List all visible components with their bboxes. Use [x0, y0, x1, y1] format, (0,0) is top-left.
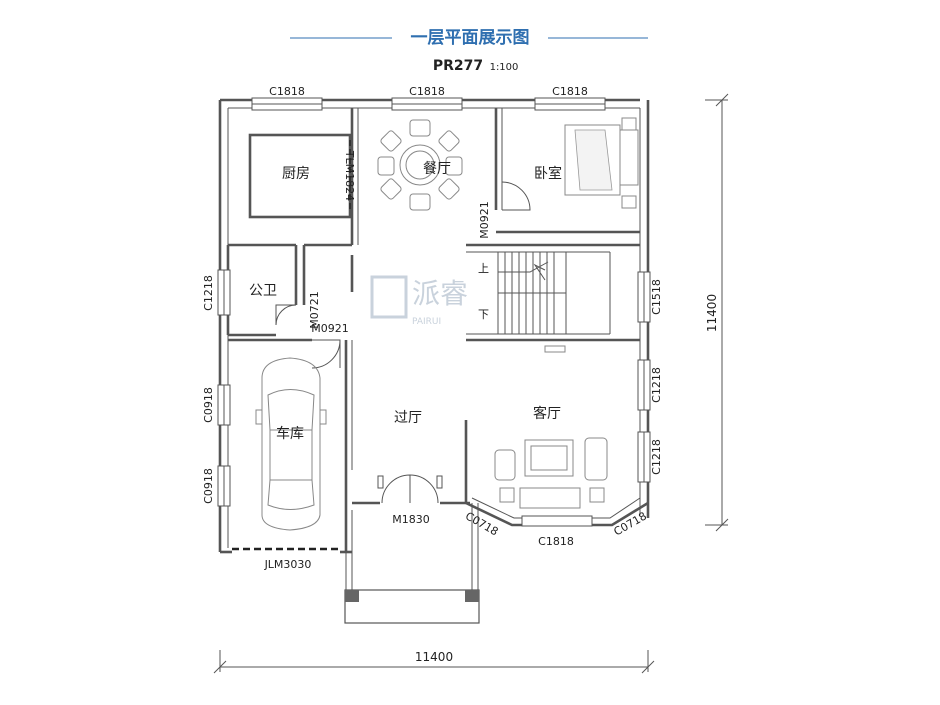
doors	[275, 181, 531, 504]
watermark: 派睿 PAIRUI	[370, 275, 468, 327]
header: 一层平面展示图 PR277 1:100	[290, 28, 648, 74]
label-c1818-kitchen: C1818	[269, 85, 305, 98]
label-c1818-living: C1818	[538, 535, 574, 548]
label-c0918-upper: C0918	[202, 387, 215, 423]
furniture	[255, 117, 639, 531]
room-hall: 过厅	[394, 410, 422, 426]
label-c1518: C1518	[650, 279, 663, 315]
plan-code: PR277	[433, 58, 483, 74]
staircase: 上 下	[478, 252, 567, 334]
label-c1218-bath: C1218	[202, 275, 215, 311]
label-m0921-garage: M0921	[311, 322, 349, 335]
label-m0721: M0721	[308, 291, 321, 329]
porch-step	[344, 589, 480, 624]
room-labels: 厨房 餐厅 卧室 公卫 车库 过厅 客厅	[249, 161, 562, 442]
label-c1218-living-lower: C1218	[650, 439, 663, 475]
label-c1818-dining: C1818	[409, 85, 445, 98]
watermark-brand: 派睿	[412, 277, 468, 310]
label-c0918-lower: C0918	[202, 468, 215, 504]
stair-up-label: 上	[478, 262, 489, 275]
dimensions: 11400 11400	[213, 93, 729, 674]
sofa-set-icon	[494, 345, 608, 509]
dimension-width: 11400	[415, 650, 453, 664]
stair-down-label: 下	[478, 308, 489, 321]
label-c1818-bedroom: C1818	[552, 85, 588, 98]
room-bedroom: 卧室	[534, 165, 562, 182]
label-m1830: M1830	[392, 513, 430, 526]
room-bathroom: 公卫	[249, 283, 277, 299]
room-garage: 车库	[276, 425, 304, 442]
label-tlm1824: TLM1824	[343, 150, 356, 201]
label-m0921-bedroom: M0921	[478, 201, 491, 239]
walls	[218, 98, 650, 624]
windows	[217, 97, 651, 551]
watermark-sub: PAIRUI	[412, 317, 441, 327]
label-jlm3030: JLM3030	[264, 558, 312, 571]
room-kitchen: 厨房	[282, 166, 310, 182]
plan-scale: 1:100	[490, 62, 519, 73]
room-dining: 餐厅	[423, 161, 451, 177]
dining-table	[399, 144, 441, 186]
dimension-height: 11400	[705, 294, 719, 332]
page-title: 一层平面展示图	[411, 28, 530, 48]
label-c0718-left: C0718	[463, 509, 500, 538]
label-c1218-living-upper: C1218	[650, 367, 663, 403]
room-living: 客厅	[533, 405, 561, 422]
watermark-logo-icon	[370, 275, 408, 319]
car-icon	[255, 357, 327, 531]
